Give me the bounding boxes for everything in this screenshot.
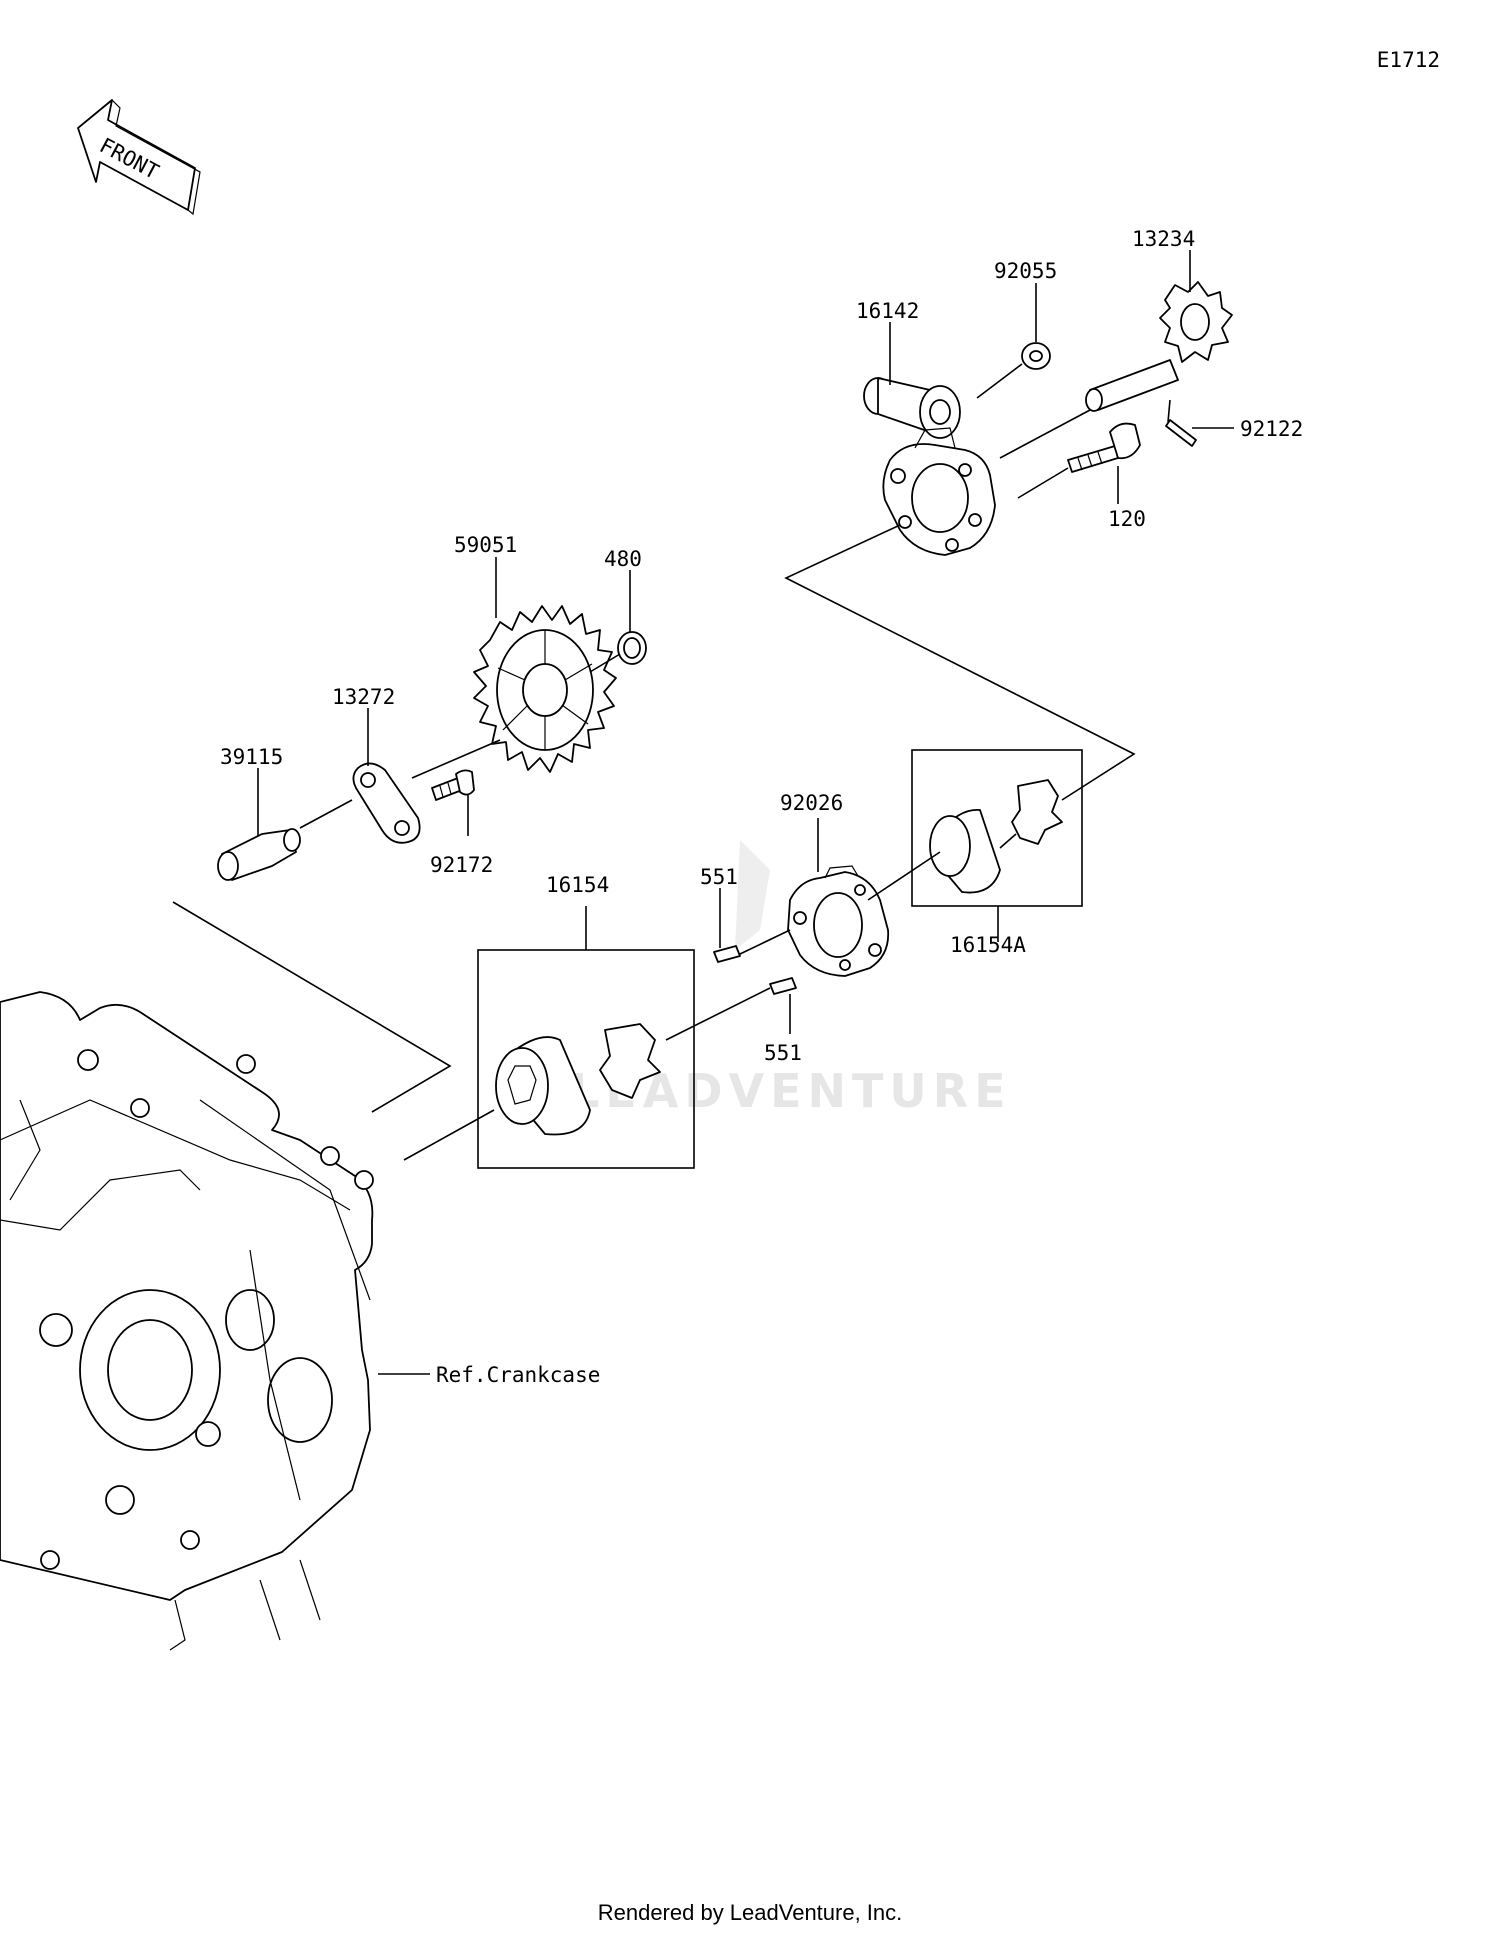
label-551-lower: 551 — [764, 1041, 802, 1065]
part-92026-pump-body[interactable] — [787, 865, 890, 977]
front-arrow-icon: FRONT — [77, 99, 201, 216]
part-16154A-inner-rotor[interactable] — [1011, 779, 1063, 845]
part-16154-inner-rotor[interactable] — [599, 1023, 661, 1099]
part-120-bolt[interactable] — [1067, 422, 1141, 473]
upper-assembly-lines — [784, 363, 1171, 801]
label-ref-crankcase[interactable]: Ref.Crankcase — [436, 1363, 600, 1387]
diagram-code: E1712 — [1376, 48, 1440, 72]
box-16154 — [477, 906, 695, 1169]
part-92122-pin[interactable] — [1165, 419, 1197, 447]
part-480-circlip[interactable] — [617, 631, 647, 665]
part-13234-gear-shaft[interactable] — [1085, 281, 1233, 412]
part-59051-sprocket[interactable] — [473, 605, 617, 773]
part-39115-collar[interactable] — [217, 828, 301, 881]
label-92026: 92026 — [780, 791, 843, 815]
label-120: 120 — [1108, 507, 1146, 531]
label-16142: 16142 — [856, 299, 919, 323]
rotor-assembly-lines — [403, 833, 1017, 1161]
part-551-dowel-lower[interactable] — [769, 977, 797, 995]
label-59051: 59051 — [454, 533, 517, 557]
part-pump-cover[interactable] — [882, 427, 996, 556]
label-16154: 16154 — [546, 873, 609, 897]
crankcase-outline — [0, 991, 374, 1651]
box-16154A — [911, 749, 1083, 942]
part-labels: 13234 92055 16142 92122 120 59051 480 13… — [220, 227, 1303, 1387]
part-13272-plate[interactable] — [352, 762, 421, 844]
label-13272: 13272 — [332, 685, 395, 709]
label-92055: 92055 — [994, 259, 1057, 283]
part-16154-outer-rotor[interactable] — [495, 1036, 591, 1136]
middle-assembly-lines — [172, 653, 621, 1113]
label-13234: 13234 — [1132, 227, 1195, 251]
label-39115: 39115 — [220, 745, 283, 769]
part-16154A-outer-rotor[interactable] — [929, 809, 1001, 894]
part-16142-fitting[interactable] — [863, 377, 961, 439]
label-leaders — [257, 250, 1234, 1034]
label-92122: 92122 — [1240, 417, 1303, 441]
part-92172-bolt[interactable] — [431, 769, 475, 801]
label-551-upper: 551 — [700, 865, 738, 889]
part-551-dowel-upper[interactable] — [713, 945, 741, 963]
label-480: 480 — [604, 547, 642, 571]
footer-credit: Rendered by LeadVenture, Inc. — [597, 1900, 903, 1925]
label-16154A: 16154A — [950, 933, 1026, 957]
part-92055-washer[interactable] — [1021, 342, 1051, 370]
label-92172: 92172 — [430, 853, 493, 877]
